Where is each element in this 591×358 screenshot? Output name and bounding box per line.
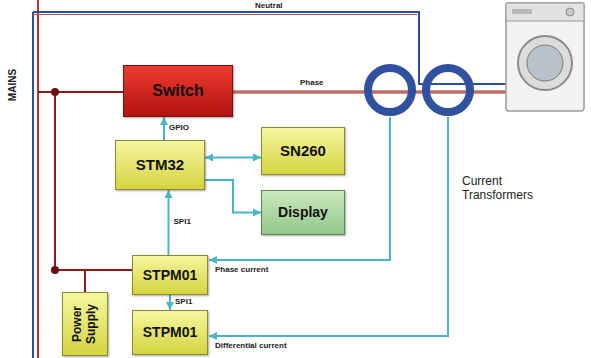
current-transformer bbox=[368, 68, 412, 112]
radio-box: SN260 bbox=[261, 127, 345, 175]
signal-label: Phase current bbox=[215, 265, 268, 275]
machine-door bbox=[518, 36, 572, 90]
power-wire bbox=[38, 91, 123, 93]
node-text: Display bbox=[278, 204, 328, 220]
machine-body bbox=[506, 3, 584, 111]
signal-connector bbox=[205, 157, 261, 159]
machine-drawer bbox=[512, 9, 532, 14]
power-wire bbox=[54, 92, 56, 270]
power-wire bbox=[55, 269, 132, 271]
meter-box: STPM01 bbox=[132, 255, 208, 295]
current-transformer bbox=[426, 68, 470, 112]
node-text: STM32 bbox=[136, 156, 184, 173]
node-text: STPM01 bbox=[143, 267, 197, 283]
node-text: STPM01 bbox=[143, 324, 197, 340]
machine-knob bbox=[566, 8, 574, 16]
node-text: Power Supply bbox=[71, 295, 99, 353]
signal-connector bbox=[163, 117, 165, 140]
power-supply-box: Power Supply bbox=[62, 292, 108, 356]
neutral-wire-edge bbox=[33, 14, 417, 15]
neutral-wire bbox=[32, 12, 34, 358]
bus-label: SPI1 bbox=[174, 298, 193, 307]
signal-connector bbox=[205, 180, 261, 213]
washing-machine bbox=[506, 3, 584, 111]
node-text: SN260 bbox=[280, 142, 326, 159]
wire-label: Neutral bbox=[255, 1, 283, 11]
differential-current-wire bbox=[209, 117, 448, 336]
display-box: Display bbox=[261, 190, 345, 235]
bus-label: SPI1 bbox=[173, 218, 192, 227]
switch-box: Switch bbox=[123, 65, 233, 117]
phase-current-wire bbox=[209, 117, 390, 260]
power-wire bbox=[84, 270, 86, 292]
machine-glass bbox=[527, 45, 563, 81]
mains-wire bbox=[37, 0, 39, 358]
bus-label: GPIO bbox=[168, 124, 190, 133]
signal-connector bbox=[169, 295, 171, 310]
junction-dot bbox=[51, 88, 59, 96]
signal-connector bbox=[168, 190, 170, 255]
component-label: Current Transformers bbox=[462, 174, 572, 203]
signal-label: Differential current bbox=[215, 341, 287, 351]
node-text: Switch bbox=[152, 82, 204, 100]
junction-dot bbox=[51, 266, 59, 274]
wire-label: Phase bbox=[300, 78, 324, 88]
meter-box: STPM01 bbox=[132, 310, 208, 355]
machine-panel bbox=[506, 3, 584, 21]
mcu-box: STM32 bbox=[115, 140, 205, 190]
mains-label: MAINS bbox=[7, 55, 19, 115]
